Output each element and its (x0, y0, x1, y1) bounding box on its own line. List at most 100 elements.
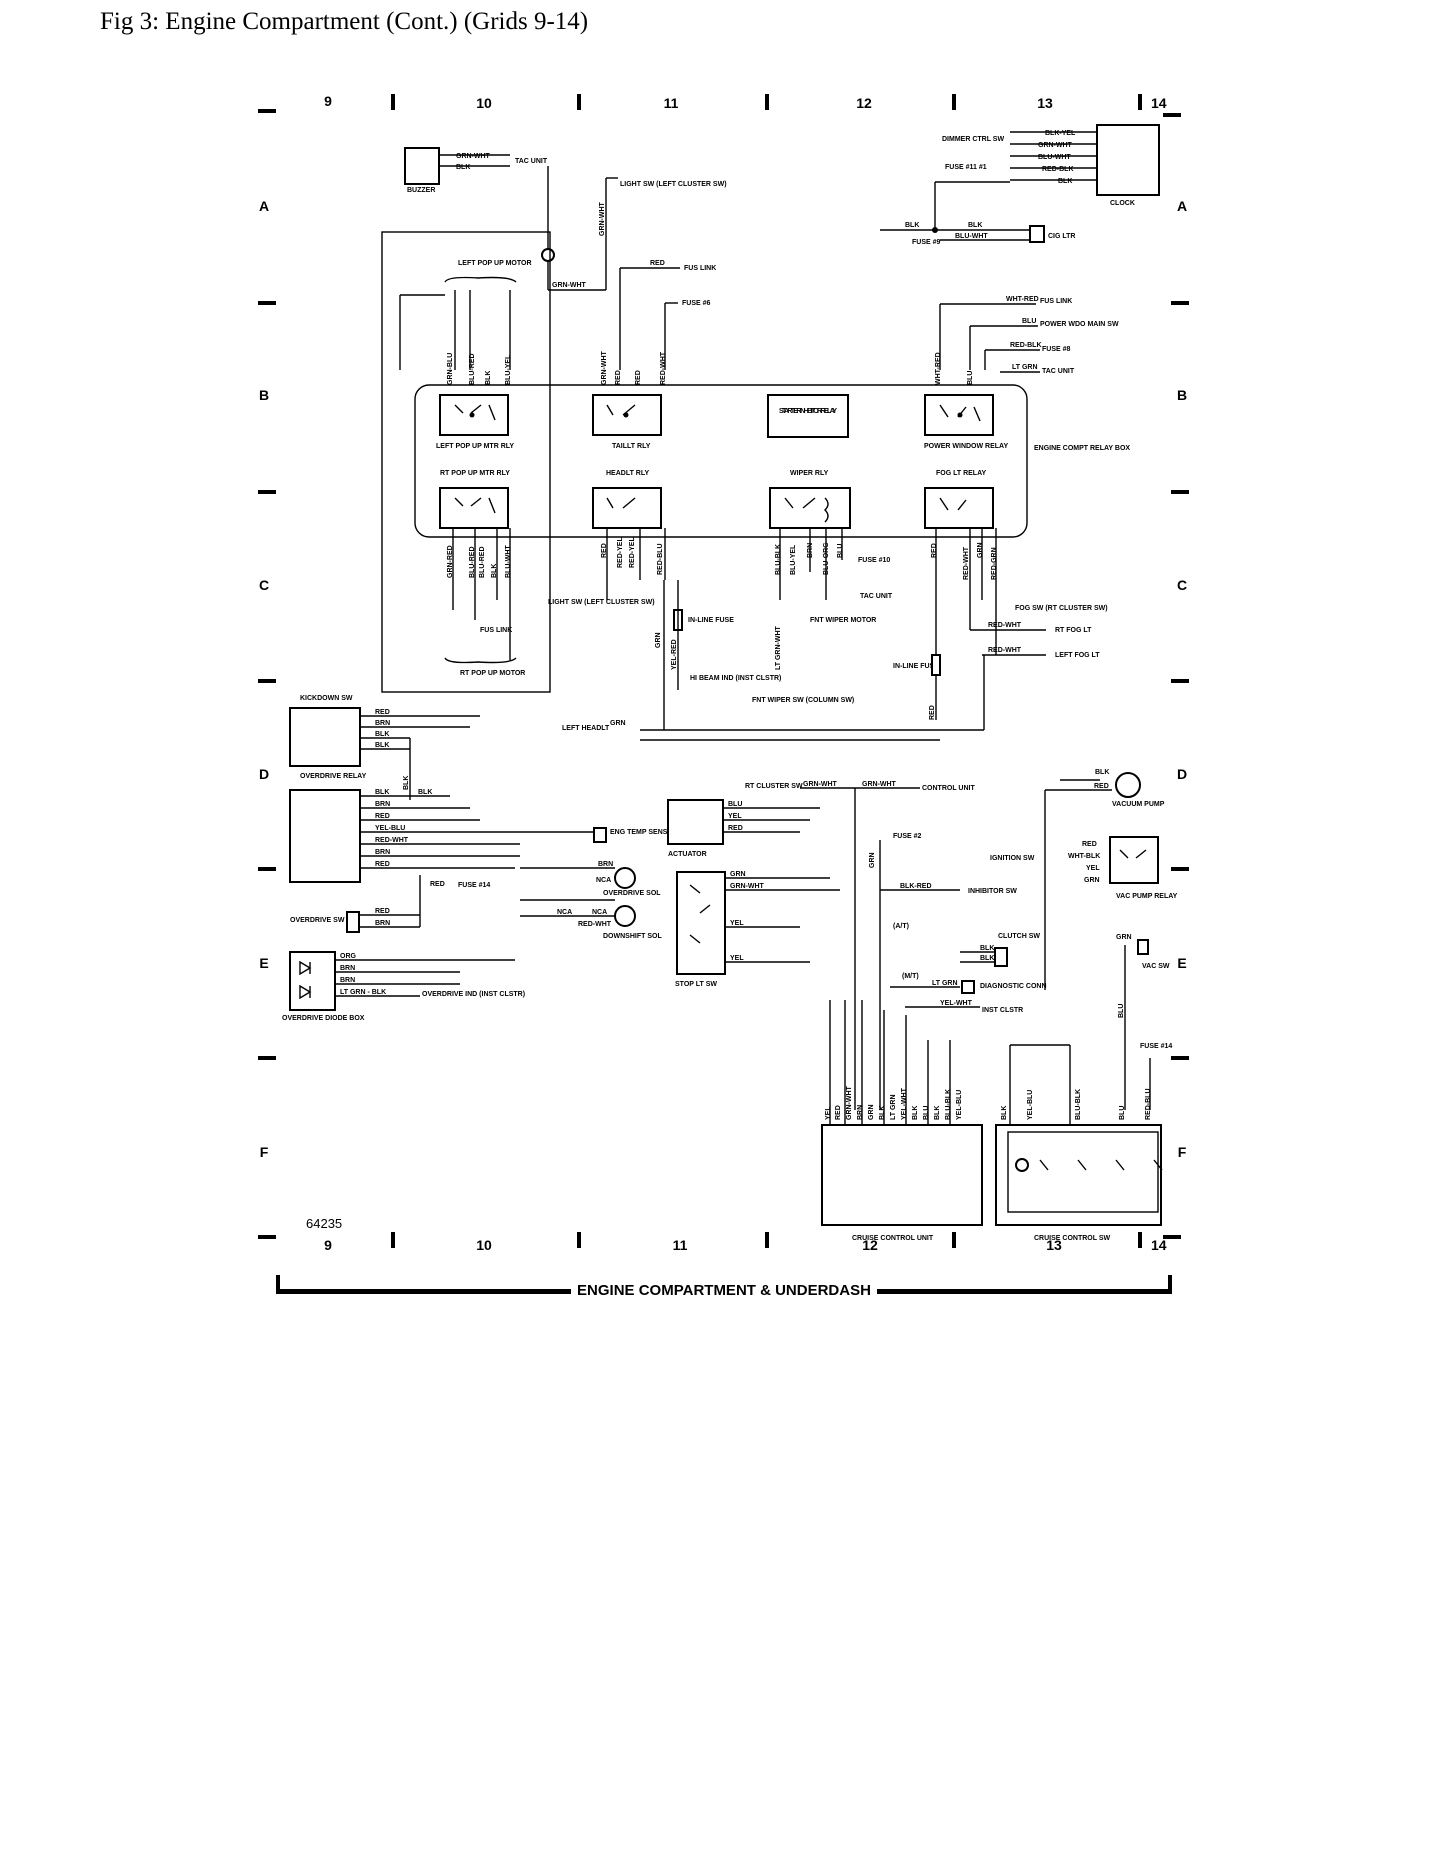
center-lower-wire-4: RED (929, 705, 936, 720)
left-pop-up-motor-label: LEFT POP UP MOTOR (458, 260, 532, 267)
grid-col-11-bottom: 11 (673, 1237, 688, 1253)
vac-wire-5: YEL (1086, 865, 1100, 872)
stop-lt-wire-1: GRN (730, 871, 746, 878)
fog-sw-label: FOG SW (RT CLUSTER SW) (1015, 605, 1108, 612)
eng-temp-sensor-label: ENG TEMP SENSOR (610, 829, 678, 836)
tac-unit-right-label: TAC UNIT (1042, 368, 1075, 375)
mid-right-wire-5: LT GRN (932, 980, 958, 987)
wiper-wire-1: BLU-BLK (775, 544, 782, 575)
od-relay-wire-7: BRN (375, 849, 390, 856)
od-relay-wire-3: BRN (375, 801, 390, 808)
diode-wire-4: LT GRN - BLK (340, 989, 386, 996)
vacuum-area: BLK RED VACUUM PUMP RED WHT-BLK YEL GRN … (990, 769, 1178, 1110)
taillt-wire-1: GRN-WHT (601, 350, 608, 385)
rpu-wire-1: GRN-RED (447, 545, 454, 578)
row2-wires (452, 528, 997, 720)
rpu-wire-3: BLU-RED (479, 547, 486, 579)
rt-fog-lt-label: RT FOG LT (1055, 627, 1092, 634)
clock-wire-2: GRN-WHT (1038, 142, 1073, 149)
lpu-wire-1: GRN-BLU (447, 353, 454, 385)
od-sw-wire-2: BRN (375, 920, 390, 927)
overdrive-sol-label: OVERDRIVE SOL (603, 890, 661, 897)
cig-wire-1: BLK (905, 222, 919, 229)
center-lower-wire-1: GRN (655, 632, 662, 648)
top-misc-wire-5: BLU (1022, 318, 1036, 325)
buzzer-wire-1: GRN-WHT (456, 153, 491, 160)
stop-lt-sw-label: STOP LT SW (675, 981, 717, 988)
fuse-6-label: FUSE #6 (682, 300, 711, 307)
grid-col-12-top: 12 (856, 95, 872, 111)
kickdown-wire-1: RED (375, 709, 390, 716)
grid-row-a-left: A (259, 198, 269, 214)
od-relay-wire-4: RED (375, 813, 390, 820)
vac-pump-relay-label: VAC PUMP RELAY (1116, 893, 1178, 900)
tac-unit-label: TAC UNIT (515, 158, 548, 165)
stop-lt-wire-4: YEL (730, 955, 744, 962)
taillt-wire-4: RED-WHT (660, 351, 667, 385)
grid-row-c-left: C (259, 577, 269, 593)
fus-link-mid-label: FUS LINK (480, 627, 512, 634)
diode-wire-2: BRN (340, 965, 355, 972)
taillt-wire-2: RED (615, 370, 622, 385)
fuse-8-label: FUSE #8 (1042, 346, 1071, 353)
od-relay-wire-1: BLK (375, 789, 389, 796)
kickdown-wire-5: BLK (403, 776, 410, 790)
cig-ltr: BLK BLK BLU-WHT FUSE #9 CIG LTR (880, 222, 1075, 246)
ccs-wire-3: BLU-BLK (1075, 1089, 1082, 1120)
overdrive-relay: OVERDRIVE RELAY BLK BLK BRN RED YEL-BLU … (289, 773, 600, 883)
cig-wire-3: BLU-WHT (955, 233, 988, 240)
mid-right-wires: GRN BLK-RED INHIBITOR SW (A/T) CLUTCH SW… (869, 840, 1047, 1110)
ccu-wire-12: BLU-BLK (945, 1089, 952, 1120)
grid-row-e-right: E (1177, 955, 1186, 971)
center-lower-wire-2: YEL-RED (671, 639, 678, 670)
overdrive-diode-box: ORG BRN BRN LT GRN - BLK OVERDRIVE IND (… (282, 951, 525, 1022)
rpu-wire-2: BLU-RED (469, 547, 476, 579)
grid-col-13-top: 13 (1037, 95, 1053, 111)
footer-title: ENGINE COMPARTMENT & UNDERDASH (577, 1282, 871, 1299)
fuse-11-1-label: FUSE #11 #1 (945, 164, 987, 171)
top-misc-wire-6: RED-BLK (1010, 342, 1042, 349)
ccu-wire-5: GRN (868, 1104, 875, 1120)
grid-col-14-bottom: 14 (1151, 1237, 1167, 1253)
wiring-diagram: 9 10 11 12 13 14 9 10 11 12 13 14 64235 … (258, 93, 1189, 1299)
kickdown-sw-label: KICKDOWN SW (300, 695, 353, 702)
fog-wire-3: GRN (977, 542, 984, 558)
taillt-rly: TAILLT RLY (592, 394, 662, 450)
overdrive-sw-label: OVERDRIVE SW (290, 917, 345, 924)
grid-col-10-top: 10 (476, 95, 492, 111)
diagnostic-conn-label: DIAGNOSTIC CONN (980, 983, 1047, 990)
clock-wire-4: RED-BLK (1042, 166, 1074, 173)
wiper-rly-label: WIPER RLY (790, 470, 829, 477)
starter-inhibitor-relay-label: STARTER INHIBITOR RELAY (779, 408, 837, 415)
taillt-wire-3: RED (635, 370, 642, 385)
od-relay-wire-2: BLK (418, 789, 432, 796)
diode-wire-1: ORG (340, 953, 357, 960)
sol-wire-5: RED-WHT (578, 921, 612, 928)
kickdown-wire-2: BRN (375, 720, 390, 727)
stop-lt-wire-3: YEL (730, 920, 744, 927)
top-right-wires: WHT-RED FUS LINK BLU POWER WDO MAIN SW R… (939, 296, 1119, 375)
pwr-wire-1: WHT-RED (935, 352, 942, 385)
ccs-wire-5: RED-BLU (1145, 1089, 1152, 1121)
control-unit-wire-1: GRN-WHT (803, 781, 838, 788)
ccu-wire-3: GRN-WHT (846, 1085, 853, 1120)
left-pop-up-mtr-rly: LEFT POP UP MTR RLY (436, 394, 514, 450)
headlt-wire-2: RED-YEL (617, 537, 624, 568)
fus-link-top-label: FUS LINK (684, 265, 716, 272)
od-relay-wire-5: YEL-BLU (375, 825, 405, 832)
ccu-wire-11: BLK (934, 1106, 941, 1120)
ccu-wire-13: YEL-BLU (956, 1090, 963, 1120)
solenoids: ENG TEMP SENSOR BRN NCA NCA NCA RED-WHT … (430, 827, 678, 940)
power-window-relay-label: POWER WINDOW RELAY (924, 443, 1008, 450)
top-misc-wire-7: LT GRN (1012, 364, 1038, 371)
ccu-wire-10: BLU (923, 1106, 930, 1120)
center-lower-wire-3: LT GRN-WHT (775, 625, 782, 670)
ccu-wire-2: RED (835, 1105, 842, 1120)
grid-row-c-right: C (1177, 577, 1187, 593)
actuator: ACTUATOR BLU YEL RED FUSE #2 (667, 799, 922, 858)
sol-wire-6: RED (430, 881, 445, 888)
grid-col-14-top: 14 (1151, 95, 1167, 111)
mid-right-wire-4: BLK (980, 955, 994, 962)
rt-pop-up-motor-label: RT POP UP MOTOR (460, 670, 525, 677)
stop-lt-wire-2: GRN-WHT (730, 883, 765, 890)
